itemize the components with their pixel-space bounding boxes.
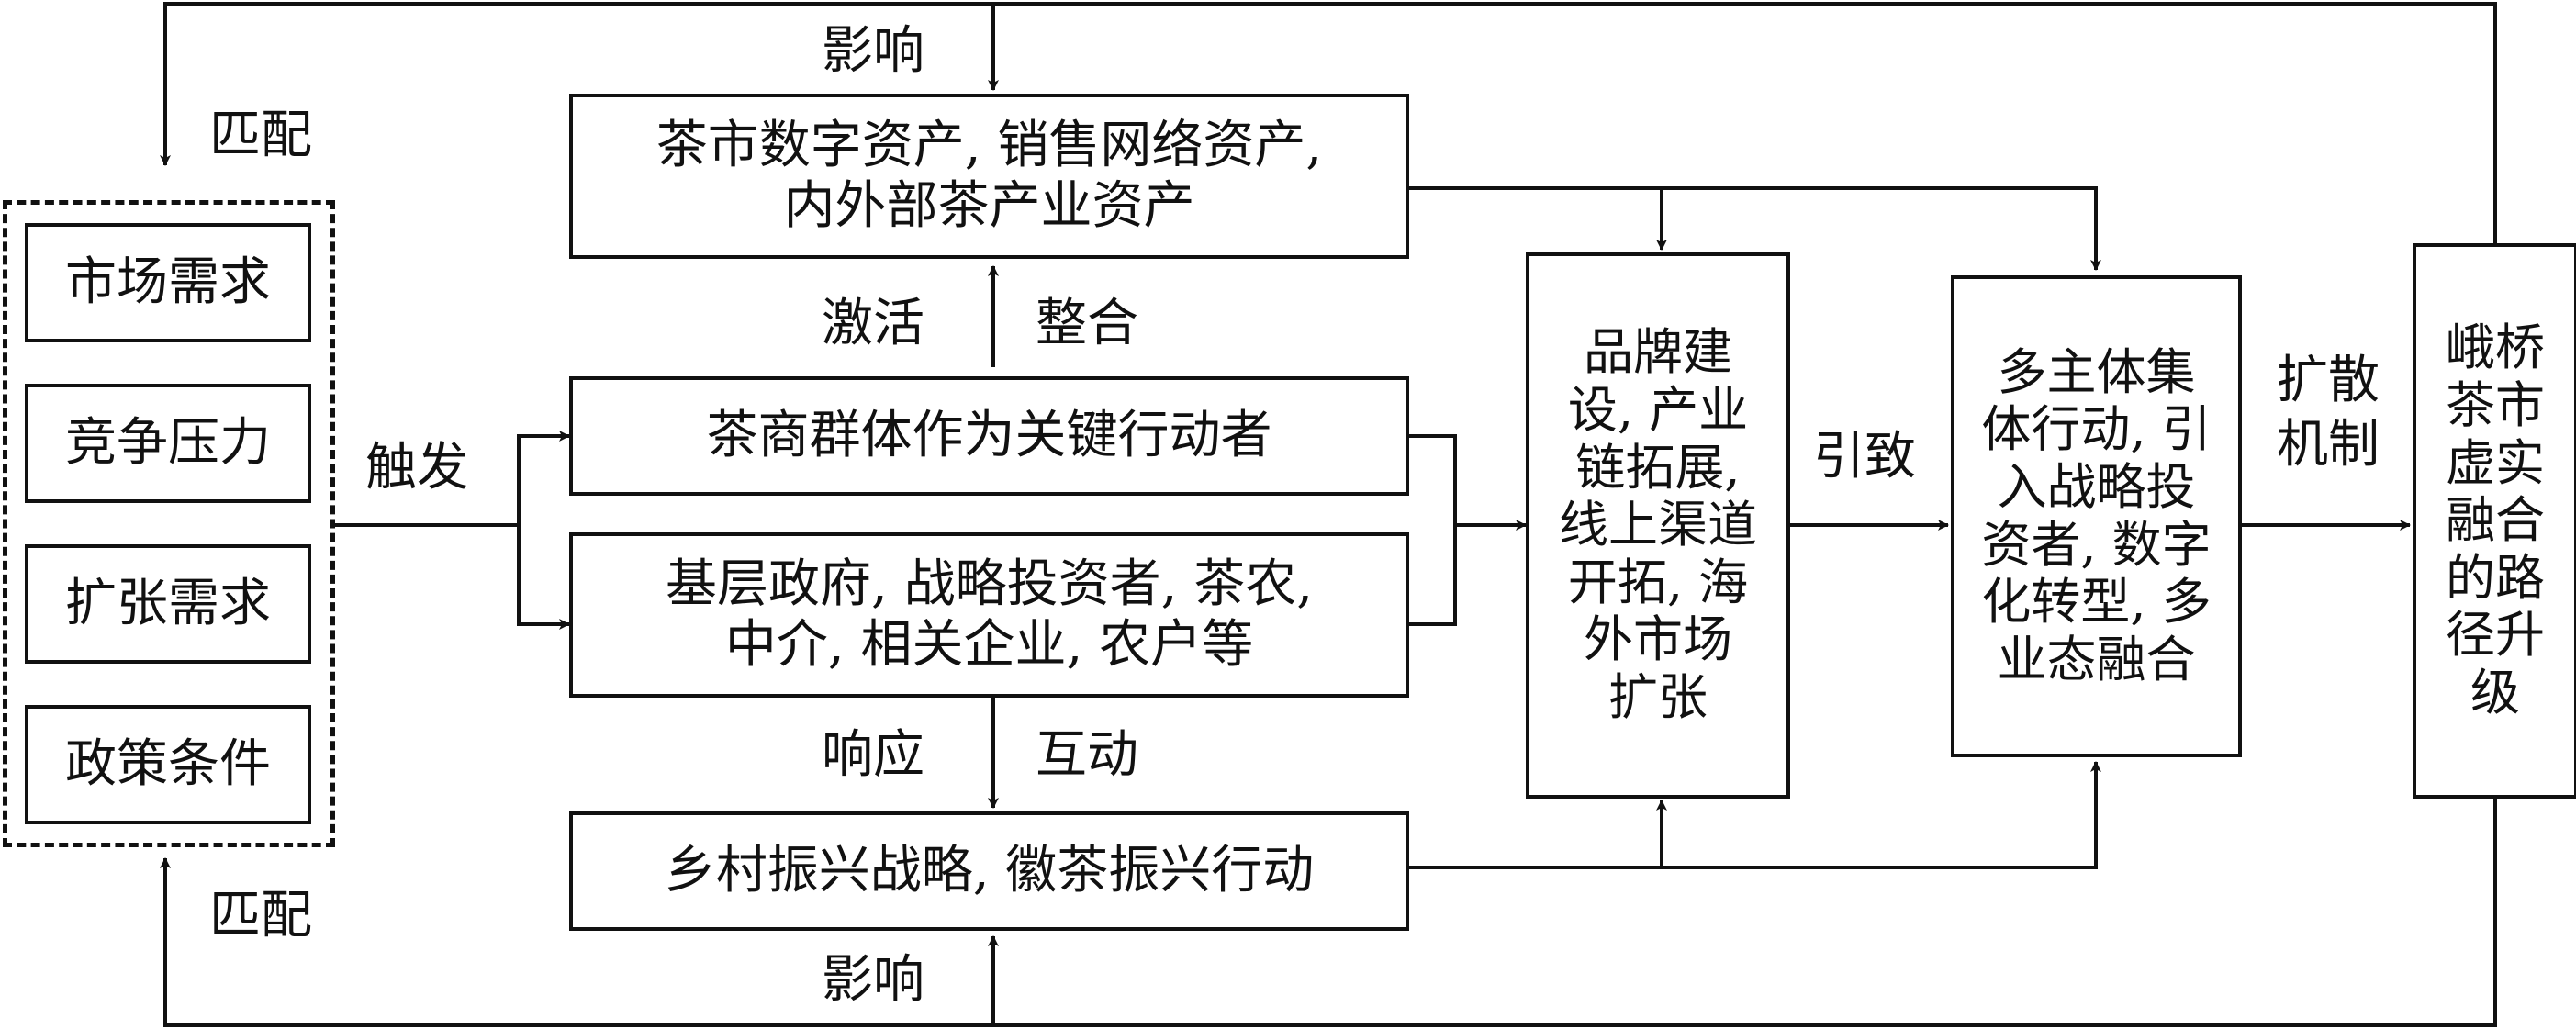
policy-box: 乡村振兴战略, 徽茶振兴行动 (569, 811, 1409, 931)
label-interact: 互动 (1036, 725, 1138, 785)
label-bottom-influence: 影响 (822, 950, 924, 1010)
condition-market-demand: 市场需求 (25, 223, 311, 342)
path-upgrade-box: 峨桥 茶市 虚实 融合 的路 径升 级 (2413, 243, 2576, 799)
trigger-up-arrow (517, 431, 570, 525)
trigger-down-arrow (517, 525, 570, 630)
assets-to-right-line (1409, 186, 2101, 271)
condition-policy: 政策条件 (25, 705, 311, 824)
brand-building-box: 品牌建 设, 产业 链拓展, 线上渠道 开拓, 海 外市场 扩张 (1526, 252, 1790, 799)
collective-action-box: 多主体集 体行动, 引 入战略投 资者, 数字 化转型, 多 业态融合 (1951, 275, 2242, 757)
label-trigger: 触发 (365, 438, 468, 498)
policy-to-right-line (1409, 761, 2101, 869)
condition-competition-pressure: 竞争压力 (25, 384, 311, 503)
label-diffusion: 扩散机制 (2277, 351, 2380, 475)
assets-box: 茶市数字资产, 销售网络资产, 内外部茶产业资产 (569, 94, 1409, 259)
label-lead-to: 引致 (1813, 427, 1916, 487)
merchants-bracket (1409, 434, 1457, 626)
label-bottom-match: 匹配 (209, 886, 312, 945)
label-activate: 激活 (822, 294, 924, 353)
conditions-group (3, 200, 335, 847)
actors-box: 基层政府, 战略投资者, 茶农, 中介, 相关企业, 农户等 (569, 532, 1409, 698)
tea-merchants-box: 茶商群体作为关键行动者 (569, 376, 1409, 496)
label-integrate: 整合 (1036, 294, 1138, 353)
label-top-influence: 影响 (822, 21, 924, 81)
label-respond: 响应 (822, 725, 924, 785)
label-top-match: 匹配 (209, 106, 312, 165)
condition-expansion-demand: 扩张需求 (25, 544, 311, 664)
